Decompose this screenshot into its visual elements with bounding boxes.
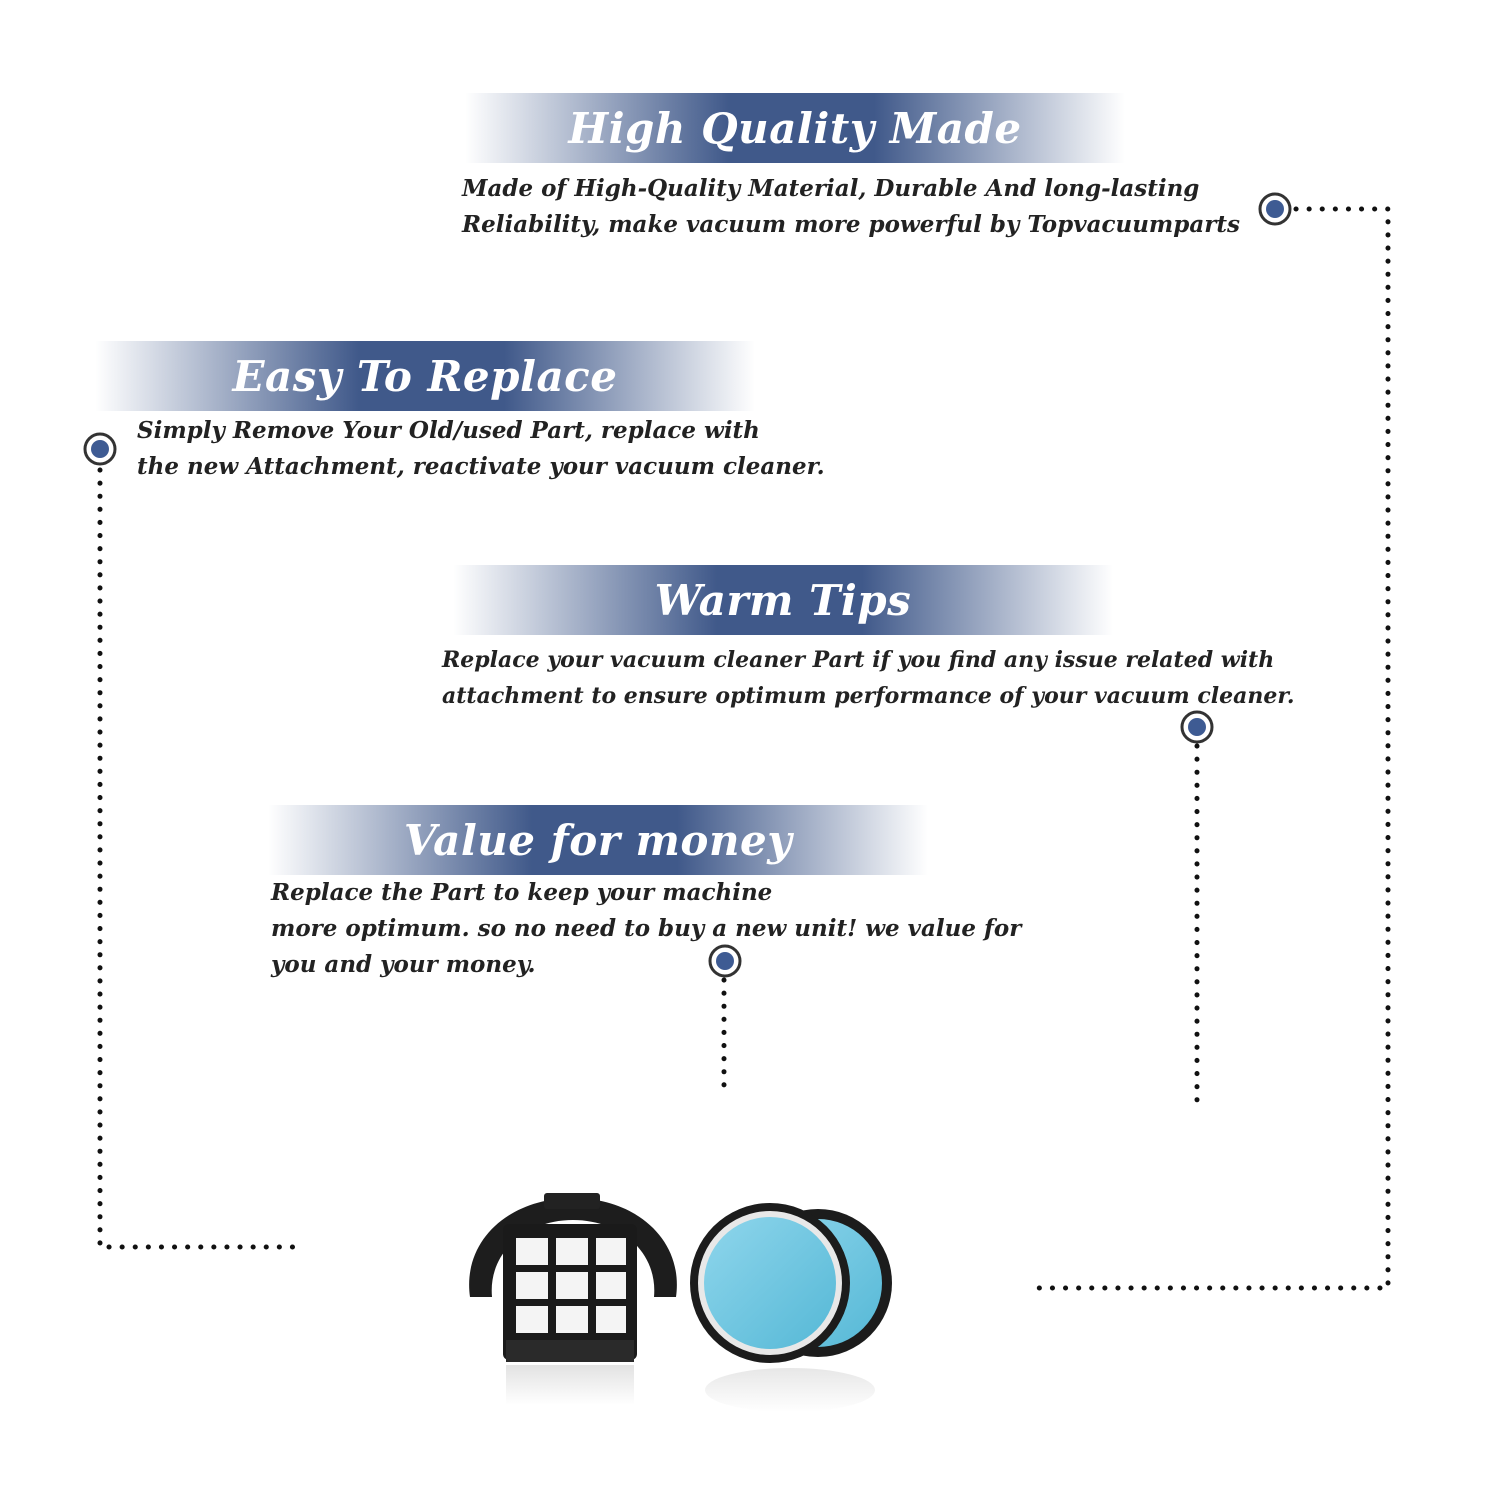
section-text-tips: Replace your vacuum cleaner Part if you … <box>442 642 1295 714</box>
text-line: more optimum. so no need to buy a new un… <box>271 915 1022 942</box>
section-text-quality: Made of High-Quality Material, Durable A… <box>462 171 1240 243</box>
marker-quality-icon <box>1258 192 1292 226</box>
text-line: the new Attachment, reactivate your vacu… <box>137 453 825 480</box>
banner-replace: Easy To Replace <box>95 341 755 411</box>
section-title-replace: Easy To Replace <box>232 351 618 401</box>
hepa-filter-icon <box>469 1193 677 1405</box>
section-title-value: Value for money <box>403 815 793 865</box>
banner-tips: Warm Tips <box>453 565 1113 635</box>
marker-value-icon <box>708 944 742 978</box>
text-line: you and your money. <box>271 951 536 978</box>
text-line: Reliability, make vacuum more powerful b… <box>462 211 1240 238</box>
text-line: Replace the Part to keep your machine <box>271 879 773 906</box>
section-title-tips: Warm Tips <box>654 575 912 625</box>
section-text-replace: Simply Remove Your Old/used Part, replac… <box>137 413 825 485</box>
foam-filter-icon <box>690 1203 892 1412</box>
section-title-quality: High Quality Made <box>568 103 1022 153</box>
connector-line-quality <box>1033 206 1391 1291</box>
banner-value: Value for money <box>268 805 928 875</box>
section-text-value: Replace the Part to keep your machine mo… <box>271 875 1021 983</box>
text-line: Simply Remove Your Old/used Part, replac… <box>137 417 760 444</box>
text-line: Made of High-Quality Material, Durable A… <box>462 175 1200 202</box>
banner-quality: High Quality Made <box>465 93 1125 163</box>
marker-replace-icon <box>83 432 117 466</box>
marker-tips-icon <box>1180 710 1214 744</box>
text-line: Replace your vacuum cleaner Part if you … <box>442 647 1275 673</box>
text-line: attachment to ensure optimum performance… <box>442 683 1295 709</box>
